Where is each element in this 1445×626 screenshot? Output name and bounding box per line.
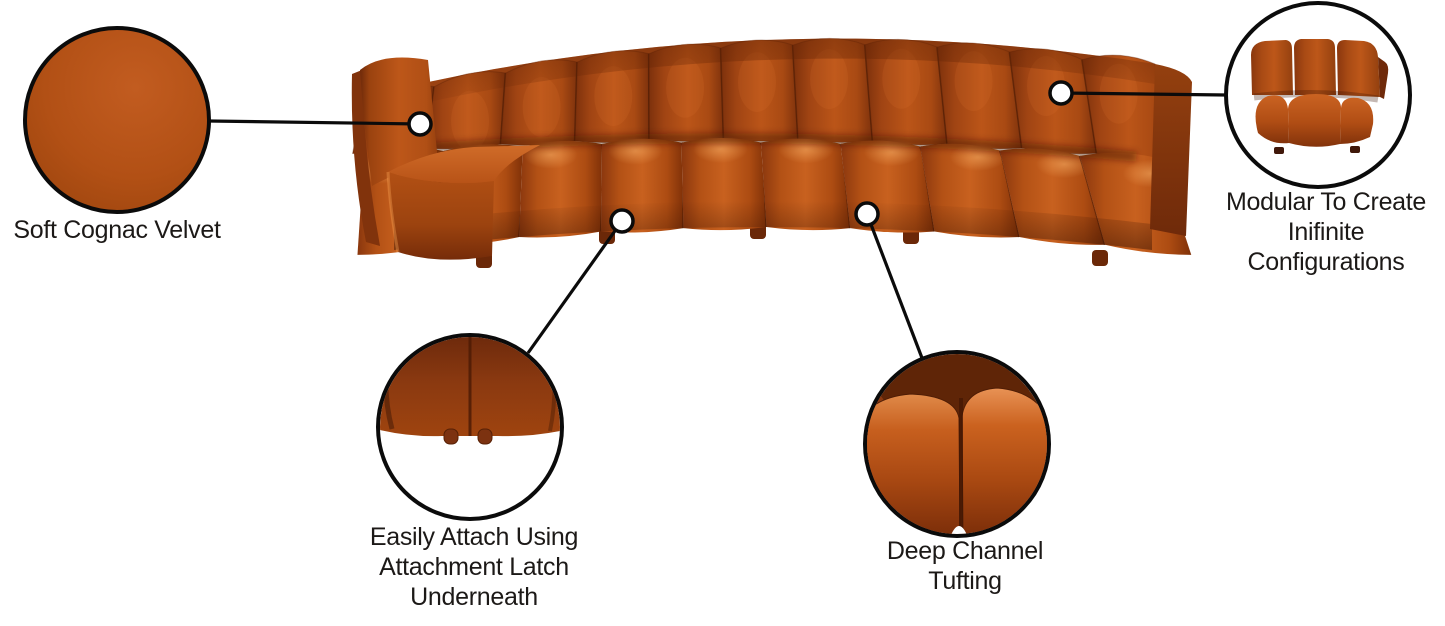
- tufting-detail-drawing: [867, 354, 1047, 534]
- back-channel-sheen: [882, 48, 921, 109]
- marker-dot-latch: [609, 208, 635, 234]
- backrest-top-shade: [363, 38, 1155, 117]
- latch-label-line: Attachment Latch: [379, 553, 569, 581]
- sofa-foot: [1092, 250, 1108, 266]
- latch-detail-drawing: [380, 337, 560, 445]
- marker-dot-modular: [1048, 80, 1074, 106]
- latch-detail-image: [376, 333, 564, 521]
- mini-chair: [1251, 39, 1389, 154]
- modular-label-line: Inifinite: [1287, 218, 1365, 246]
- tufting-label-line: Deep Channel: [886, 537, 1044, 565]
- left-module-edge-highlight: [386, 171, 400, 253]
- modular-label-line: Configurations: [1247, 248, 1405, 276]
- back-channel-sheen: [522, 77, 561, 138]
- modular-label-line: Modular To Create: [1225, 188, 1427, 216]
- tufting-label-line: Tufting: [928, 567, 1002, 595]
- fabric-swatch-image: [23, 26, 211, 214]
- back-channel-sheen: [594, 66, 633, 127]
- seat-front-shade: [394, 201, 1152, 250]
- fabric-label: Soft Cognac Velvet: [7, 215, 227, 245]
- callout-connectors: [208, 80, 1227, 359]
- back-channel-sheen: [954, 51, 993, 112]
- connector-line-tufting: [865, 213, 924, 359]
- tufting-closeup: [867, 354, 1047, 534]
- right-module-side: [1150, 64, 1192, 236]
- latch-label-line: Underneath: [410, 583, 538, 611]
- back-seam: [936, 46, 949, 144]
- seat-bulge-highlight: [523, 140, 578, 169]
- latch-label: Easily Attach Using Attachment Latch Und…: [314, 522, 634, 612]
- left-module-seat-front: [388, 172, 494, 260]
- seat-back-crevice: [387, 133, 1137, 162]
- connector-line-modular: [1060, 91, 1227, 97]
- seat-bulge-highlight: [1036, 150, 1093, 179]
- fabric-label-line: Soft Cognac Velvet: [13, 216, 221, 244]
- modular-chair-drawing: [1251, 39, 1389, 154]
- connector-line-fabric: [208, 119, 421, 126]
- left-module-back: [360, 57, 438, 187]
- modular-label: Modular To Create Inifinite Configuratio…: [1166, 187, 1445, 277]
- latch-label-line: Easily Attach Using: [369, 523, 579, 551]
- left-module-seat-top: [388, 145, 540, 184]
- tufting-detail-image: [863, 350, 1051, 538]
- modular-chair-image: [1224, 1, 1412, 189]
- connector-line-latch: [526, 220, 624, 354]
- back-channel-sheen: [738, 52, 777, 113]
- marker-dot-tufting: [854, 201, 880, 227]
- back-channel-sheen: [451, 90, 490, 151]
- back-channel-sheen: [666, 57, 705, 118]
- sofa-illustration: [351, 37, 1192, 268]
- marker-dot-fabric: [407, 111, 433, 137]
- left-module-side: [351, 70, 380, 246]
- tufting-label: Deep Channel Tufting: [825, 536, 1105, 596]
- back-channel-sheen: [810, 49, 849, 110]
